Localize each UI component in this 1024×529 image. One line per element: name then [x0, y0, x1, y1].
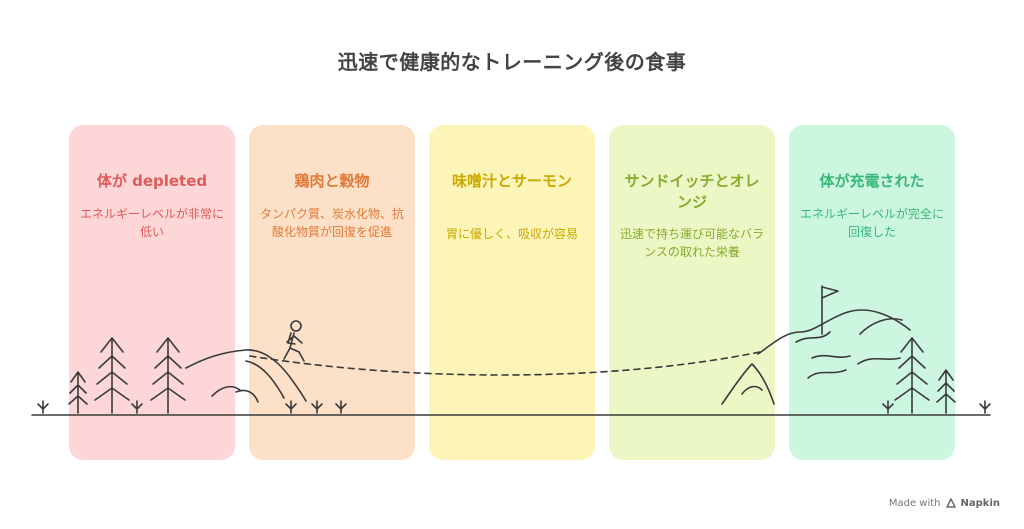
stage-card-chicken-grains: 鶏肉と穀物 タンパク質、炭水化物、抗酸化物質が回復を促進	[249, 125, 415, 460]
left-hill	[185, 349, 307, 403]
footer-made-with: Made with	[888, 497, 941, 509]
stage-title: 体が depleted	[96, 172, 208, 190]
stage-description: タンパク質、炭水化物、抗酸化物質が回復を促進	[259, 207, 404, 239]
pine-tree-icon	[150, 337, 186, 414]
stage-card-recharged: 体が充電された エネルギーレベルが完全に回復した	[789, 125, 955, 460]
stage-description: 迅速で持ち運び可能なバランスの取れた栄養	[619, 227, 764, 259]
journey-path	[249, 351, 761, 376]
stage-description: エネルギーレベルが非常に低い	[79, 207, 224, 239]
stage-card-miso-salmon: 味噌汁とサーモン 胃に優しく、吸収が容易	[429, 125, 595, 460]
stage-description: エネルギーレベルが完全に回復した	[799, 207, 944, 239]
footer-attribution: Made with Napkin	[889, 497, 1000, 509]
grass-icon	[37, 400, 991, 414]
hiker-icon	[283, 320, 305, 362]
stage-title: サンドイッチとオレンジ	[624, 172, 760, 211]
stage-title: 味噌汁とサーモン	[451, 172, 572, 190]
stage-card-sandwich-orange: サンドイッチとオレンジ 迅速で持ち運び可能なバランスの取れた栄養	[609, 125, 775, 460]
stage-title: 鶏肉と穀物	[294, 172, 370, 190]
pine-tree-icon	[68, 371, 88, 414]
napkin-logo-icon	[945, 498, 956, 508]
stage-description: 胃に優しく、吸収が容易	[445, 227, 578, 241]
stage-title: 体が充電された	[819, 172, 925, 190]
page-title: 迅速で健康的なトレーニング後の食事	[337, 50, 687, 74]
footer-brand: Napkin	[960, 497, 1000, 509]
pine-tree-icon	[936, 369, 956, 414]
pine-tree-icon	[94, 337, 130, 414]
summit-mountain	[721, 285, 911, 405]
stage-card-depleted: 体が depleted エネルギーレベルが非常に低い	[69, 125, 235, 460]
pine-tree-icon	[894, 337, 930, 414]
